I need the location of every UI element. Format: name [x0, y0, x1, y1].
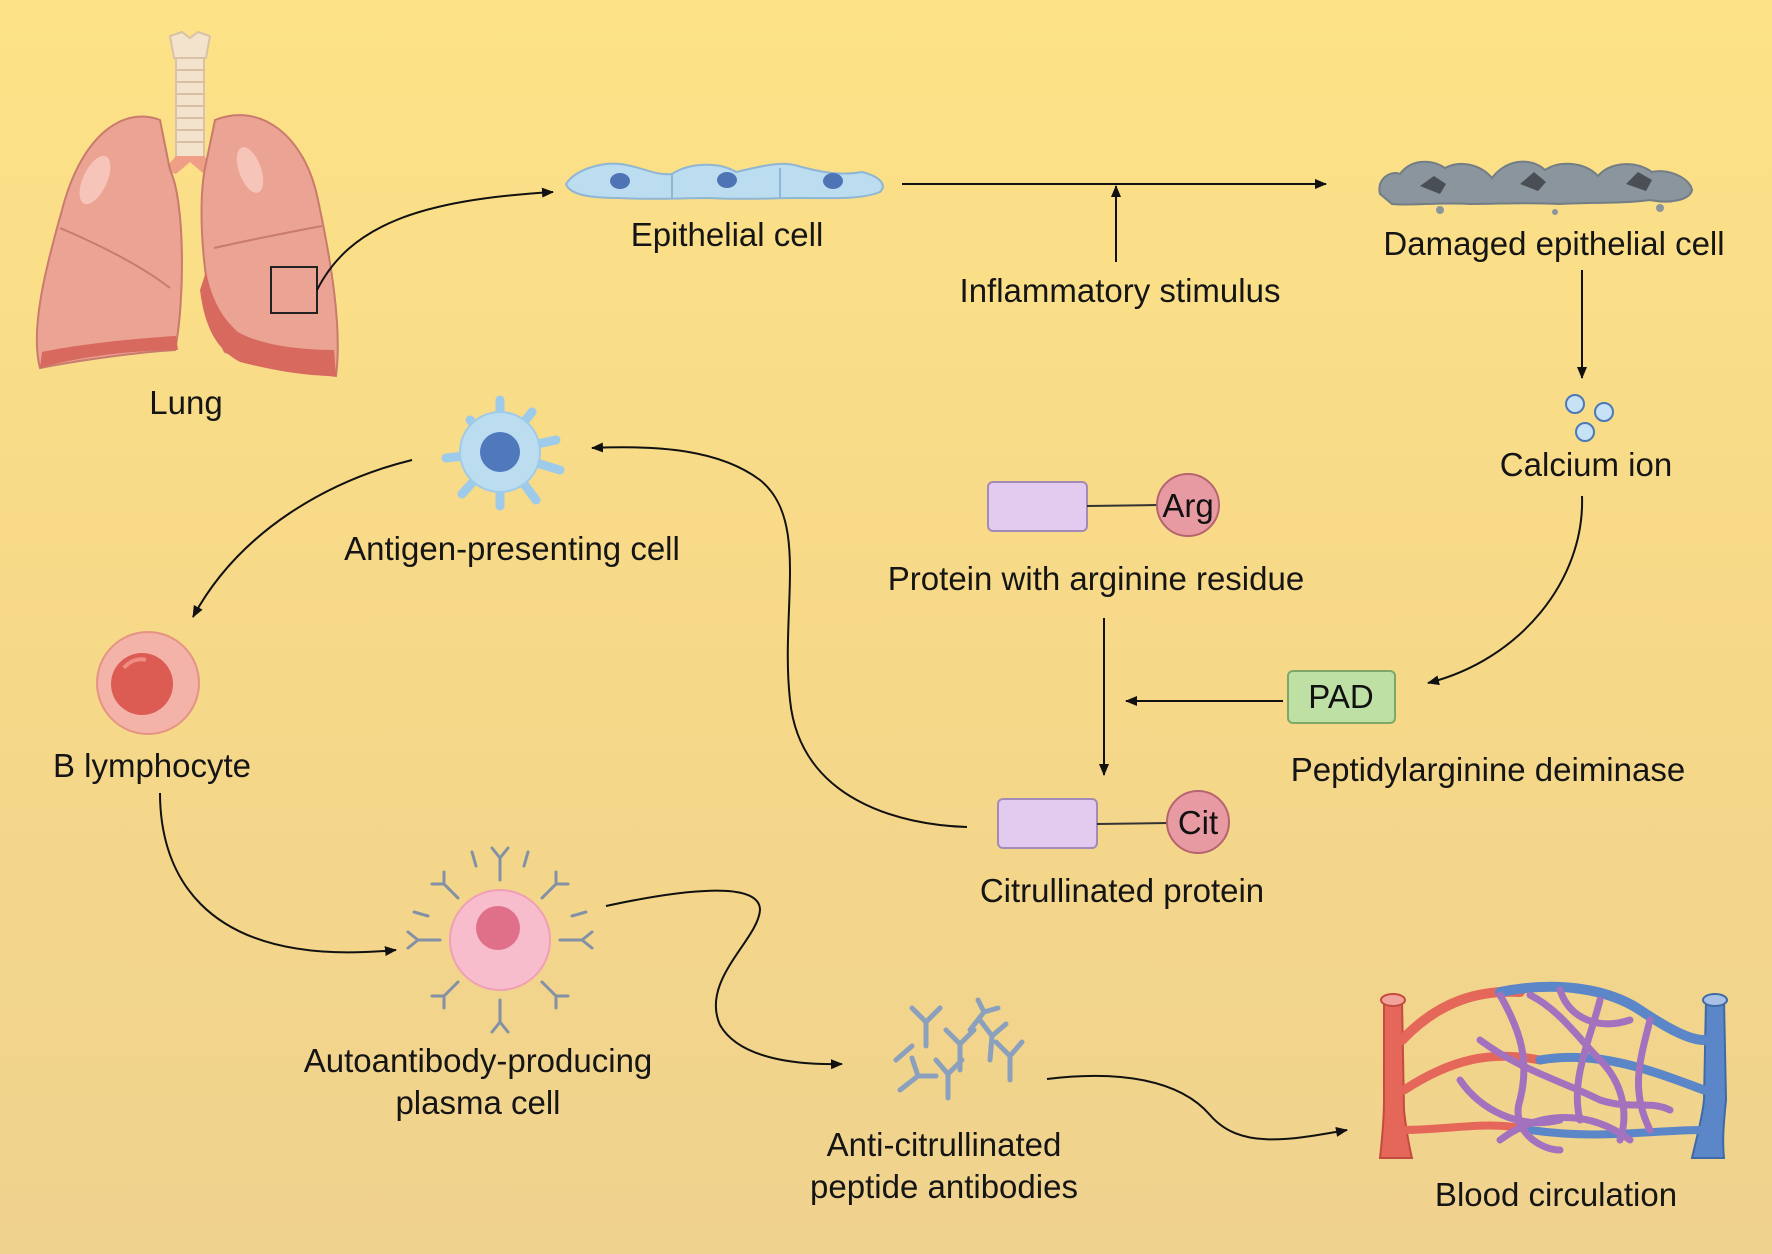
pad-enzyme-box [1287, 670, 1396, 724]
arg-tag: Arg [1162, 487, 1213, 524]
antibodies-label-line2: peptide antibodies [810, 1168, 1078, 1205]
protein-arginine-icon [987, 473, 1220, 537]
calcium-ion-label: Calcium ion [1499, 446, 1673, 483]
lung-icon [35, 30, 339, 378]
arrow-antibodies-to-blood [1046, 1074, 1348, 1141]
damaged-epithelial-cells-icon [1378, 160, 1694, 215]
b-lymphocyte-icon [96, 631, 200, 735]
antibodies-label-line1: Anti-citrullinated [826, 1126, 1062, 1163]
pad-tag: PAD [1308, 678, 1373, 715]
antigen-presenting-cell-label: Antigen-presenting cell [344, 530, 680, 567]
epithelial-cells-icon [564, 162, 884, 200]
arrow-plasma-to-antibodies [605, 889, 843, 1070]
lung-label: Lung [149, 384, 223, 421]
blood-circulation-label: Blood circulation [1434, 1176, 1678, 1213]
epithelial-cell-label: Epithelial cell [630, 216, 824, 253]
antigen-presenting-cell-icon [441, 395, 565, 511]
plasma-cell-label: Autoantibody-producing plasma cell [304, 1040, 653, 1124]
citrullinated-protein-icon [997, 790, 1230, 854]
arrow-citrulline-to-apc [591, 442, 968, 828]
arrow-lung-to-epithelial [316, 187, 554, 291]
cit-tag: Cit [1178, 804, 1218, 841]
antibodies-icon [893, 997, 1025, 1101]
citrullinated-protein-label: Citrullinated protein [979, 872, 1265, 909]
blood-vessels-icon [1378, 981, 1728, 1159]
damaged-epithelial-cell-label: Damaged epithelial cell [1383, 225, 1725, 262]
plasma-cell-label-line1: Autoantibody-producing [303, 1042, 653, 1079]
pad-full-name-label: Peptidylarginine deiminase [1290, 751, 1686, 788]
b-lymphocyte-label: B lymphocyte [52, 747, 252, 784]
arrow-apc-to-b-lymphocyte [192, 459, 413, 618]
antibodies-label: Anti-citrullinated peptide antibodies [810, 1124, 1078, 1208]
calcium-ions-icon [1565, 394, 1614, 442]
arrow-b-lymphocyte-to-plasma [159, 792, 397, 957]
plasma-cell-icon [406, 846, 594, 1034]
plasma-cell-label-line2: plasma cell [395, 1084, 561, 1121]
arrow-calcium-to-pad [1427, 495, 1584, 686]
protein-arginine-label: Protein with arginine residue [887, 560, 1305, 597]
inflammatory-stimulus-label: Inflammatory stimulus [959, 272, 1281, 309]
